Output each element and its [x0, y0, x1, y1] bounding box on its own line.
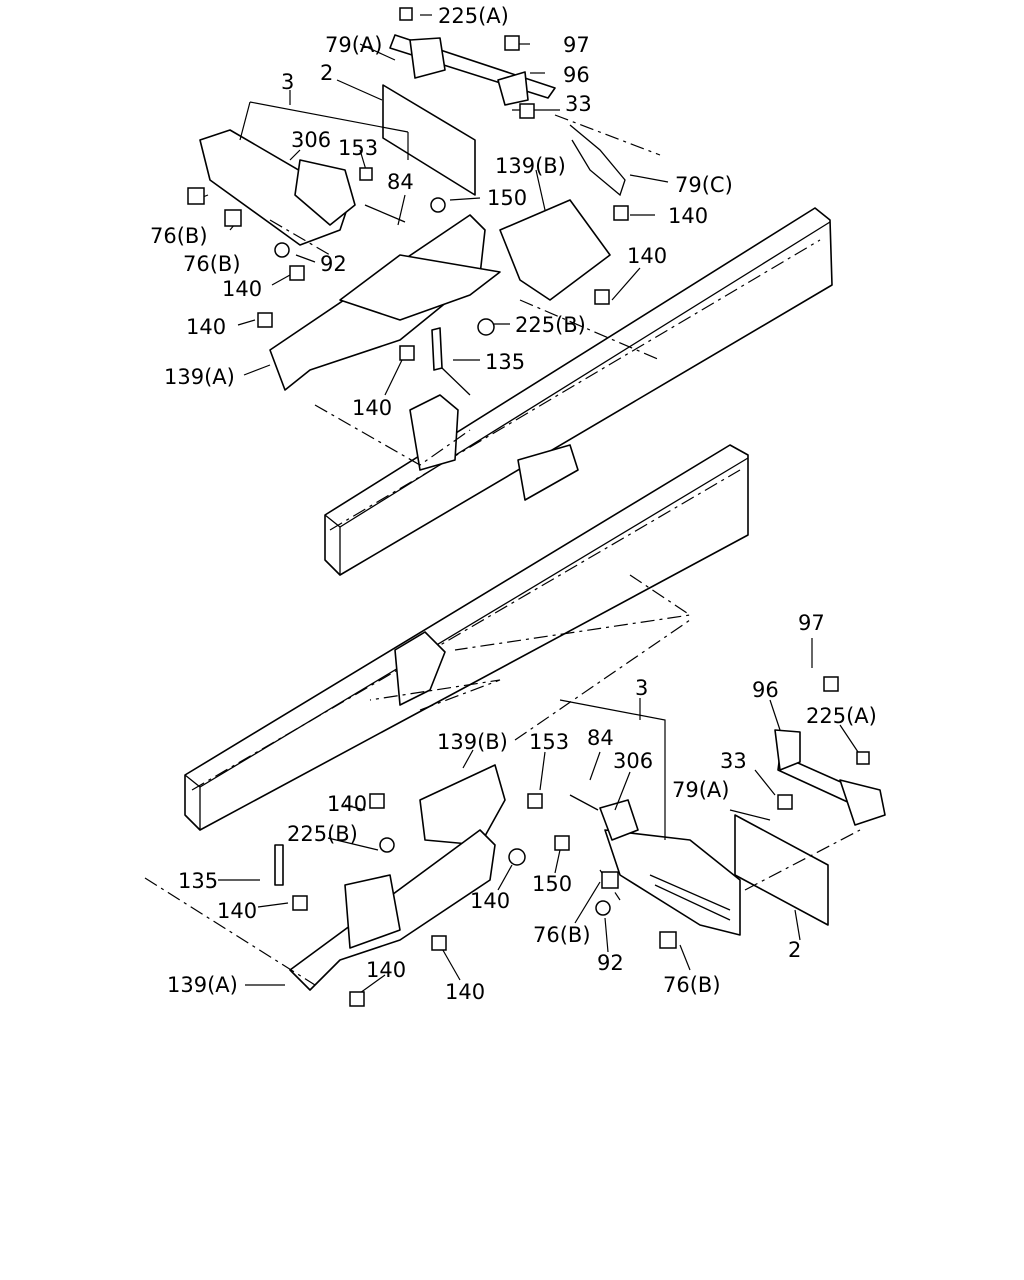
nut-225b-top: [477, 318, 495, 336]
bolt-140-bottom-b: [292, 895, 308, 911]
guard-plate-top: [382, 84, 476, 196]
bolt-97-bottom: [823, 676, 839, 692]
callout-140b-bottom: 140: [217, 899, 257, 923]
fasteners: [187, 7, 870, 1007]
top-assembly: [199, 34, 661, 471]
callout-140d-top: 140: [186, 315, 226, 339]
callout-135-top: 135: [485, 350, 525, 374]
callout-225a-bottom: 225(A): [806, 704, 877, 728]
callout-225b-top: 225(B): [515, 313, 586, 337]
callout-96-bottom: 96: [752, 678, 779, 702]
callout-140a-bottom: 140: [327, 792, 367, 816]
callout-3-bottom: 3: [635, 676, 648, 700]
bolt-140-bottom-a: [369, 793, 385, 809]
bolt-153-bottom: [527, 793, 543, 809]
callout-139a-bottom: 139(A): [167, 973, 238, 997]
callout-79a-bottom: 79(A): [672, 778, 729, 802]
bolt-140-bottom-e: [431, 935, 447, 951]
bolt-76b-top-a: [187, 187, 205, 205]
nut-225a-top: [399, 7, 413, 21]
callout-33-top: 33: [565, 92, 592, 116]
step-bracket-top: [199, 129, 351, 246]
callout-135-bottom: 135: [178, 869, 218, 893]
callout-139b-top: 139(B): [495, 154, 566, 178]
bolt-153-top: [359, 167, 373, 181]
bolt-140-top-c: [289, 265, 305, 281]
callout-97-top: 97: [563, 33, 590, 57]
callout-92-top: 92: [320, 252, 347, 276]
leader-lines: [194, 14, 861, 994]
callout-225a-top: 225(A): [438, 4, 509, 28]
nut-92-bottom: [595, 900, 611, 916]
frame-rail-upper: [324, 207, 833, 576]
bracket-96-top: [497, 71, 529, 106]
callout-306-top: 306: [291, 128, 331, 152]
bolt-76b-top-b: [224, 209, 242, 227]
callout-76b2-top: 76(B): [183, 252, 241, 276]
bolt-140-top-e: [399, 345, 415, 361]
callout-140c-top: 140: [222, 277, 262, 301]
bottom-assembly: [144, 574, 886, 991]
guard-plate-bottom: [734, 814, 829, 926]
callouts-top: 225(A) 79(A) 97 96 3 2 33 306 153 84 139…: [150, 4, 733, 420]
callout-92-bottom: 92: [597, 951, 624, 975]
bolt-140-bottom-c: [554, 835, 570, 851]
nut-225a-bottom: [856, 751, 870, 765]
nut-150-bottom: [508, 848, 526, 866]
bolt-76b-bottom-a: [601, 871, 619, 889]
bolt-76b-bottom-b: [659, 931, 677, 949]
callout-153-top: 153: [338, 136, 378, 160]
nut-225b-bottom: [379, 837, 395, 853]
bracket-96-bottom: [774, 729, 801, 771]
callout-76b1-top: 76(B): [150, 224, 208, 248]
callout-140e-bottom: 140: [445, 980, 485, 1004]
bolt-140-bottom-d: [349, 991, 365, 1007]
callout-140e-top: 140: [352, 396, 392, 420]
callout-97-bottom: 97: [798, 611, 825, 635]
bracket-139b-bottom: [419, 764, 506, 846]
callout-96-top: 96: [563, 63, 590, 87]
callout-140d-bottom: 140: [366, 958, 406, 982]
bolt-140-top-b: [594, 289, 610, 305]
callout-33-bottom: 33: [720, 749, 747, 773]
callout-140b-top: 140: [627, 244, 667, 268]
callout-84-top: 84: [387, 170, 414, 194]
bolt-140-top-d: [257, 312, 273, 328]
callout-225b-bottom: 225(B): [287, 822, 358, 846]
callout-140c-bottom: 150: [532, 872, 572, 896]
callout-139a-top: 139(A): [164, 365, 235, 389]
bolt-33-bottom: [777, 794, 793, 810]
callout-76b1-bottom: 76(B): [533, 923, 591, 947]
bracket-139b-top: [499, 199, 611, 301]
callout-3-top: 3: [281, 70, 294, 94]
callout-139b-bottom: 139(B): [437, 730, 508, 754]
callout-140a-top: 140: [668, 204, 708, 228]
callout-84-bottom: 84: [587, 726, 614, 750]
callout-153-bottom: 153: [529, 730, 569, 754]
callout-2-top: 2: [320, 61, 333, 85]
callout-76b2-bottom: 76(B): [663, 973, 721, 997]
callout-150-top: 150: [487, 186, 527, 210]
handle-79c-top: [569, 124, 626, 197]
step-bracket-bottom: [604, 829, 741, 936]
nut-92-top: [274, 242, 290, 258]
nut-150-top: [430, 197, 446, 213]
callout-2-bottom: 2: [788, 938, 801, 962]
bolt-140-top-a: [613, 205, 629, 221]
callouts-bottom: 97 96 225(A) 3 139(B) 153 84 306 33 79(A…: [167, 611, 877, 1004]
frame-rail-lower: [184, 444, 749, 831]
bolt-97-top: [504, 35, 520, 51]
callout-306-bottom: 306: [613, 749, 653, 773]
callout-150-bottom: 140: [470, 889, 510, 913]
callout-79c-top: 79(C): [675, 173, 733, 197]
callout-79a-top: 79(A): [325, 33, 382, 57]
bolt-33-top: [519, 103, 535, 119]
